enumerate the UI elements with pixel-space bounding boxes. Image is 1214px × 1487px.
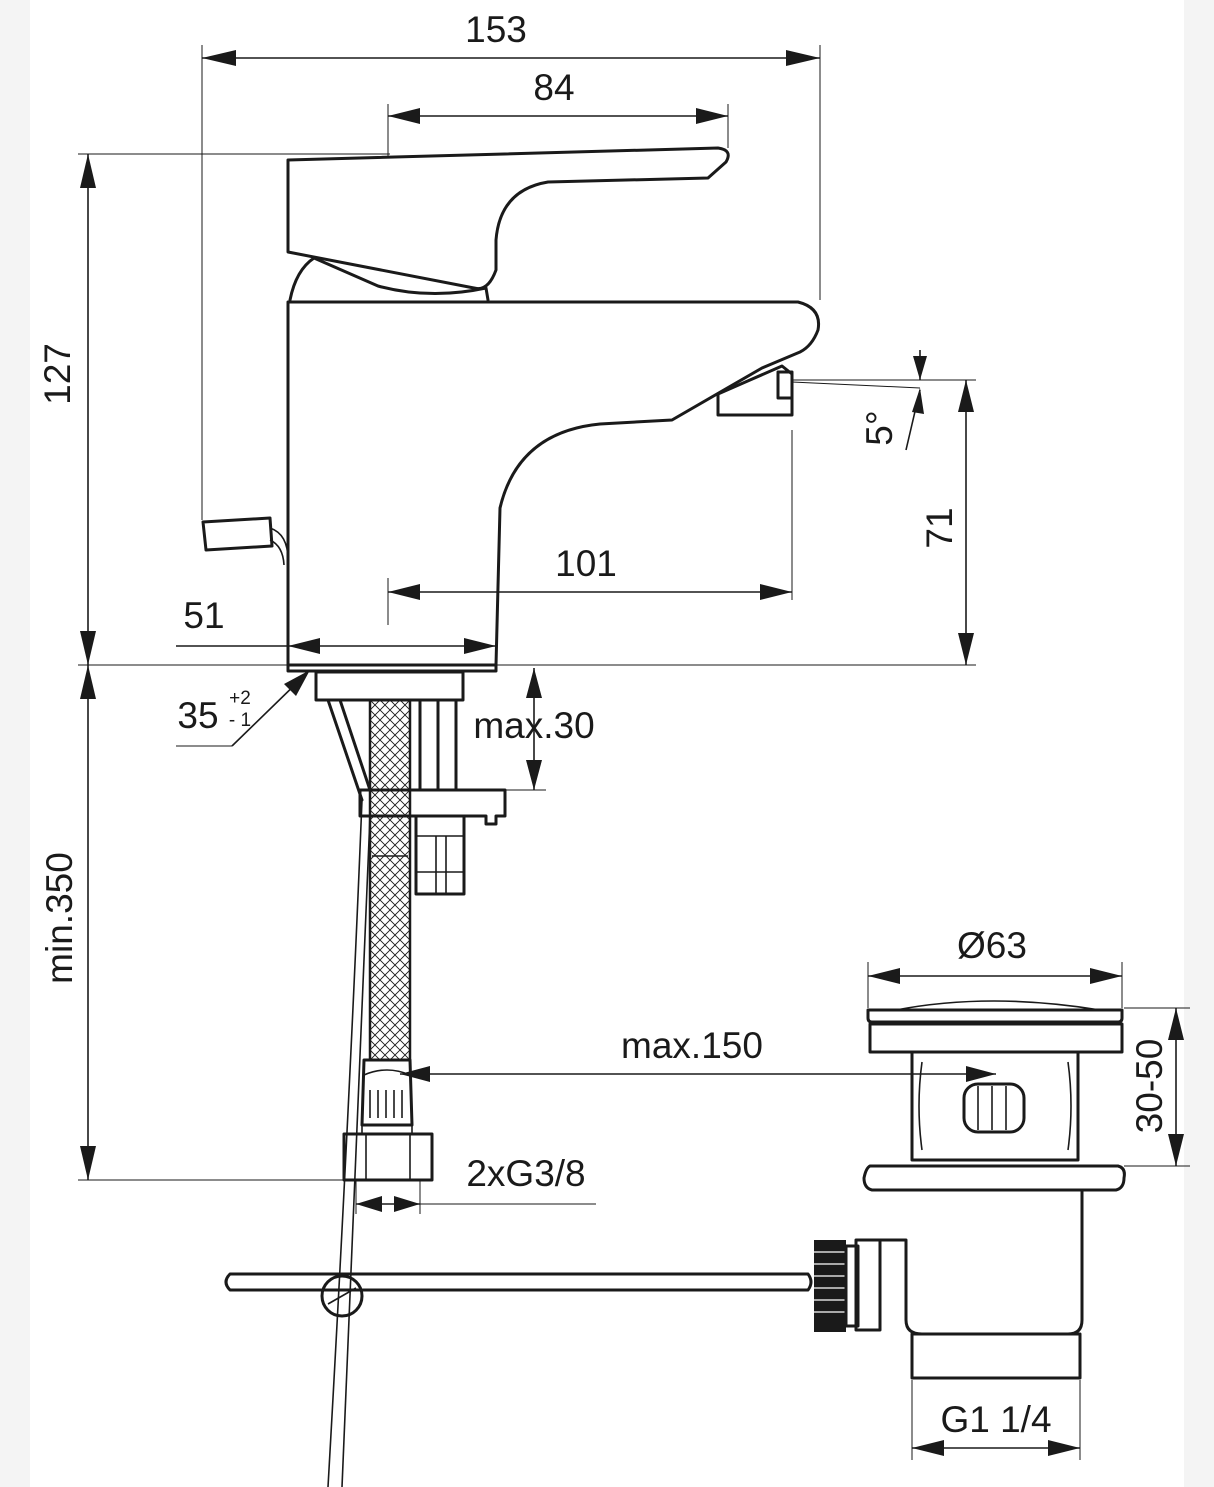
popup-waste: [224, 1000, 1126, 1380]
dim-min-hose: min.350: [39, 852, 80, 984]
pull-rod: [224, 1272, 813, 1292]
fixing-shank: [314, 670, 465, 702]
dim-spout-reach: 101: [555, 543, 617, 584]
dim-connection: 2xG3/8: [466, 1153, 585, 1194]
dimension-lines: [78, 45, 1190, 1460]
rod-hose-line: [326, 698, 364, 802]
waste-thread: [910, 1332, 1082, 1380]
fixing-assembly: [286, 663, 507, 896]
dim-hole-diameter: 35: [177, 695, 218, 736]
waste-window: [962, 1082, 1026, 1134]
dim-spout-angle: 5°: [859, 410, 900, 445]
dim-overall-width: 153: [465, 9, 527, 50]
right-margin: [1184, 0, 1214, 1487]
braided-hose: [368, 698, 412, 1062]
base-plate: [286, 663, 498, 673]
dim-spout-height: 71: [919, 507, 960, 548]
mixer-body: [201, 146, 821, 667]
rod-clamp: [320, 1274, 364, 1318]
dim-waste-thread: G1 1/4: [940, 1399, 1051, 1440]
hose-fitting: [360, 1058, 414, 1127]
cartridge-cap: [288, 256, 490, 302]
dim-hole-tol-minus: - 1: [229, 710, 251, 731]
lever-handle: [286, 146, 730, 291]
popup-rod-curve: [269, 527, 289, 561]
waste-top-plate: [868, 1022, 1124, 1054]
dimension-labels: 153 84 127 71 5° 101 51 35 +2 - 1 max.30…: [37, 9, 1170, 1440]
rod-connector-knurl: [814, 1240, 846, 1332]
dim-base-width: 51: [183, 595, 224, 636]
dim-lever-width: 84: [533, 67, 574, 108]
dim-overall-height: 127: [37, 343, 78, 405]
fixing-nut: [414, 814, 466, 896]
dim-hole-tol-plus: +2: [229, 688, 251, 709]
dim-waste-diameter: Ø63: [957, 925, 1027, 966]
pull-cable: [327, 799, 363, 1487]
aerator-tip: [776, 370, 794, 400]
dim-max-rod: max.150: [621, 1025, 763, 1066]
waste-body-upper: [910, 1050, 1080, 1162]
waste-plug-dome: [895, 1000, 1101, 1011]
hose-nut: [342, 1132, 434, 1182]
popup-knob: [201, 516, 274, 552]
dim-max-thickness: max.30: [473, 705, 594, 746]
waste-lower-flange: [862, 1164, 1126, 1192]
spout-body: [286, 300, 821, 667]
flex-hoses: [326, 698, 434, 1487]
dim-waste-height: 30-50: [1129, 1039, 1170, 1134]
left-margin: [0, 0, 30, 1487]
waste-flange: [866, 1008, 1124, 1024]
waste-tailpiece: [854, 1188, 1084, 1336]
